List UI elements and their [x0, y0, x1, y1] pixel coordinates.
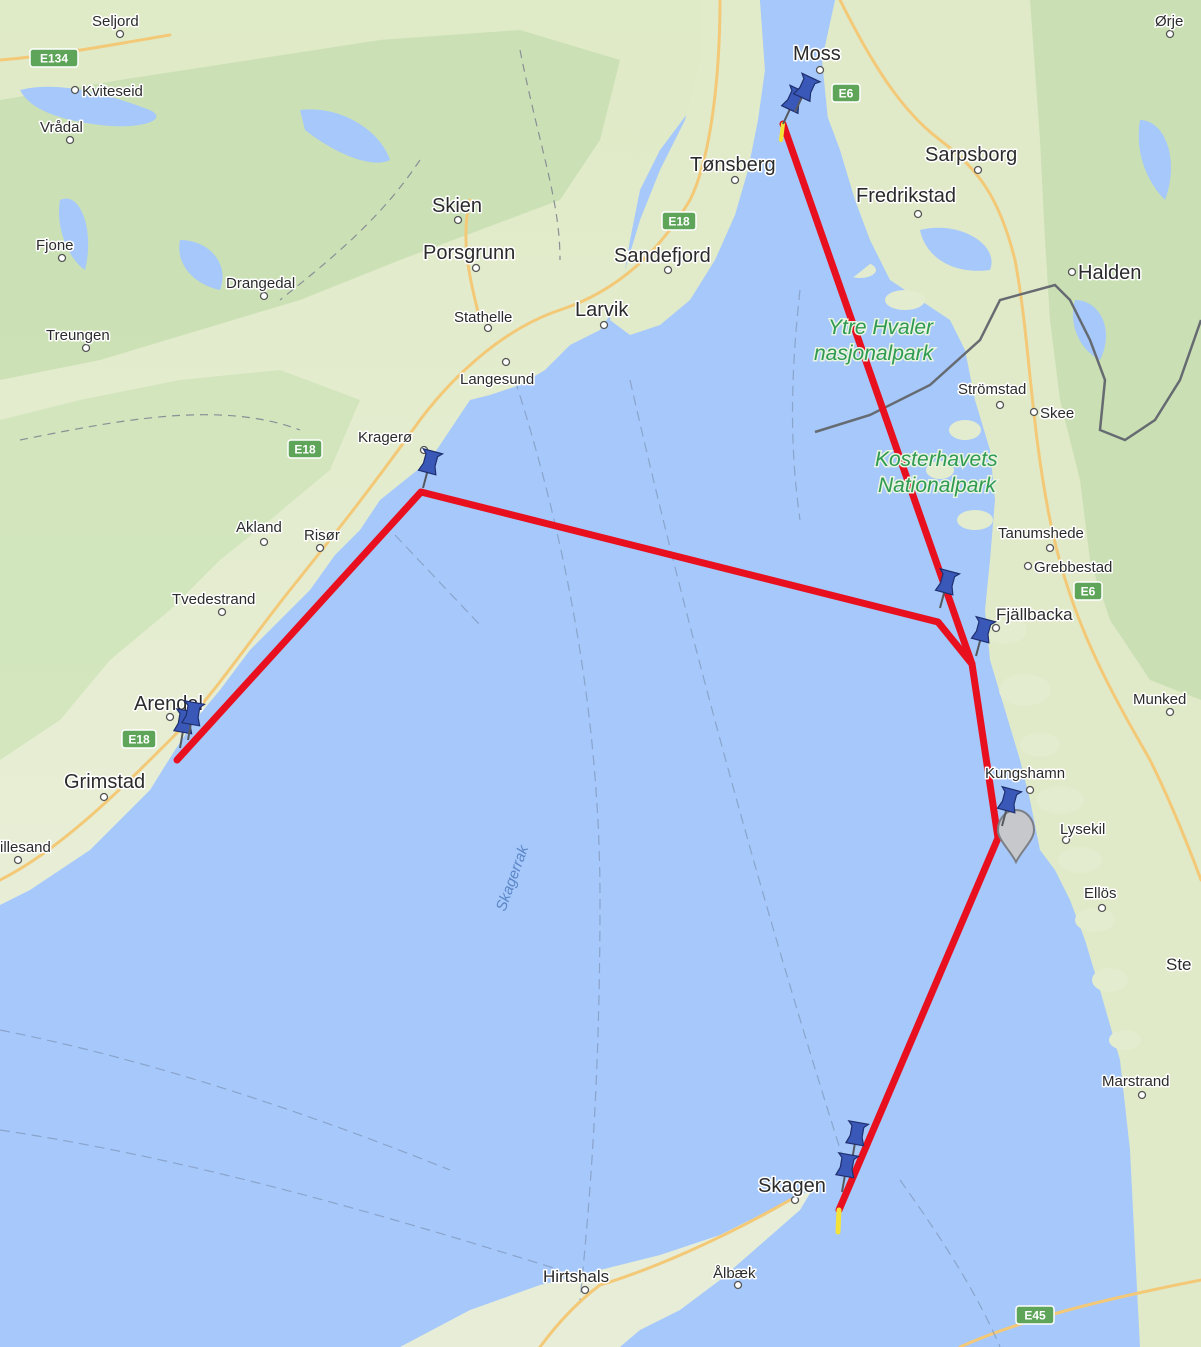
place-moss: Moss — [793, 43, 841, 65]
road-shield-e134: E134 — [29, 48, 79, 68]
park-labels: Ytre Hvaler nasjonalpark Kosterhavets Na… — [813, 315, 1000, 499]
place-lysekil: Lysekil — [1060, 821, 1105, 838]
admin-boundary — [19, 49, 561, 441]
place-ellos: Ellös — [1084, 885, 1117, 902]
place-larvik: Larvik — [575, 299, 629, 321]
place-halden: Halden — [1078, 262, 1141, 284]
route-start-segment — [779, 122, 785, 142]
place-orje: Ørje — [1155, 13, 1183, 30]
place-fjone: Fjone — [36, 237, 74, 254]
road-shield-e45: E45 — [1015, 1305, 1055, 1325]
road-shield-e18-kragero: E18 — [287, 439, 323, 459]
place-akland: Akland — [236, 519, 282, 536]
place-sarpsborg: Sarpsborg — [925, 144, 1017, 166]
land-vestfold — [610, 0, 765, 335]
place-albaek: Ålbæk — [713, 1265, 756, 1282]
road-shield-e6-north: E6 — [831, 83, 861, 103]
place-risor: Risør — [304, 527, 340, 544]
place-stromstad: Strömstad — [958, 381, 1026, 398]
park-ytre-hvaler-line1: Ytre Hvaler — [828, 316, 934, 339]
place-langesund: Langesund — [460, 371, 534, 388]
land-denmark — [400, 1190, 812, 1347]
place-kungshamn: Kungshamn — [985, 765, 1065, 782]
place-vradal: Vrådal — [40, 119, 83, 136]
place-drangedal: Drangedal — [226, 275, 295, 292]
place-porsgrunn: Porsgrunn — [423, 242, 515, 264]
place-tonsberg: Tønsberg — [690, 154, 776, 176]
place-skagen: Skagen — [758, 1175, 826, 1197]
pushpin-icon[interactable] — [413, 447, 445, 491]
road-shield-e18-arendal: E18 — [121, 729, 157, 749]
svg-text:E6: E6 — [839, 87, 854, 101]
place-grebbestad: Grebbestad — [1034, 559, 1112, 576]
route-end-segment — [835, 1207, 842, 1235]
place-stathelle: Stathelle — [454, 309, 512, 326]
place-tvedestrand: Tvedestrand — [172, 591, 255, 608]
place-stenungsund: Ste — [1166, 955, 1192, 974]
svg-text:E134: E134 — [40, 52, 68, 66]
svg-text:E18: E18 — [294, 443, 316, 457]
place-skee: Skee — [1040, 405, 1074, 422]
road-shields: E134 E6 E18 E18 E18 E6 E45 — [29, 48, 1103, 1325]
pushpin-icon[interactable] — [930, 567, 962, 611]
place-fjallbacka: Fjällbacka — [996, 605, 1073, 624]
place-kragero: Kragerø — [358, 429, 412, 446]
place-lillesand: illesand — [0, 839, 51, 856]
park-kosterhavet-line2: Nationalpark — [878, 474, 997, 497]
pushpin-icon[interactable] — [786, 72, 822, 116]
svg-text:E18: E18 — [668, 215, 690, 229]
forest-patch — [0, 370, 360, 760]
lakes — [20, 86, 1171, 360]
location-marker-icon[interactable] — [996, 808, 1036, 865]
place-hirtshals: Hirtshals — [543, 1267, 609, 1286]
place-labels: Seljord Kviteseid Vrådal Fjone Drangedal… — [0, 12, 1193, 1288]
place-marstrand: Marstrand — [1102, 1073, 1170, 1090]
place-treungen: Treungen — [46, 327, 110, 344]
park-kosterhavet-line1: Kosterhavets — [875, 448, 998, 471]
place-sandefjord: Sandefjord — [614, 245, 711, 267]
route-line[interactable] — [173, 488, 1002, 1214]
fjord-water — [760, 0, 875, 280]
place-skien: Skien — [432, 195, 482, 217]
route-line-north[interactable] — [779, 120, 976, 668]
svg-text:E6: E6 — [1081, 585, 1096, 599]
place-tanumshede: Tanumshede — [998, 525, 1084, 542]
road-shield-e6-bohuslan: E6 — [1073, 581, 1103, 601]
pushpin-icon[interactable] — [832, 1151, 860, 1194]
svg-text:E18: E18 — [128, 733, 150, 747]
road-shield-e18-vestfold: E18 — [661, 211, 697, 231]
place-grimstad: Grimstad — [64, 771, 145, 793]
pushpin-icon[interactable] — [992, 785, 1024, 829]
place-seljord: Seljord — [92, 13, 139, 30]
shipping-lanes — [0, 289, 1001, 1347]
archipelago-islands — [844, 262, 1141, 1050]
border-norway-sweden — [814, 283, 1201, 442]
svg-text:E45: E45 — [1024, 1309, 1046, 1323]
pushpin-icon[interactable] — [178, 699, 206, 742]
place-kviteseid: Kviteseid — [82, 83, 143, 100]
place-munkedal: Munked — [1133, 691, 1186, 708]
park-ytre-hvaler-line2: nasjonalpark — [814, 342, 935, 365]
place-fredrikstad: Fredrikstad — [856, 185, 956, 207]
pushpins[interactable] — [170, 72, 1024, 1194]
pushpin-icon[interactable] — [966, 615, 998, 659]
